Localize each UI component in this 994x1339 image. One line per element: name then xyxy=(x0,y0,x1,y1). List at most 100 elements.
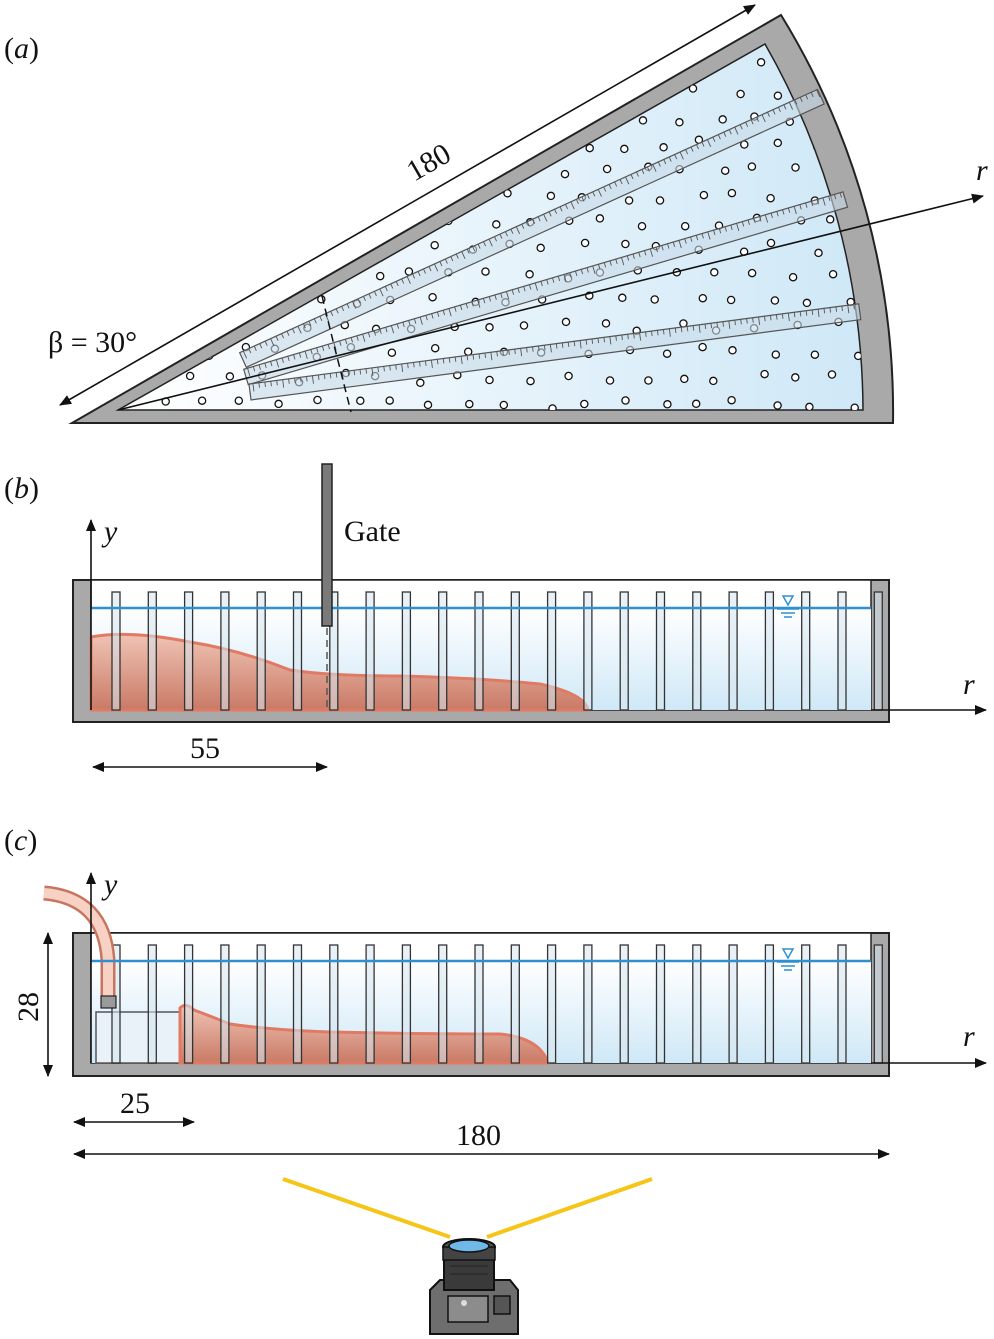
particle xyxy=(481,60,490,70)
ruler-tick xyxy=(783,104,787,110)
particle xyxy=(580,399,589,409)
particle xyxy=(422,86,432,95)
particle xyxy=(659,143,668,152)
rod xyxy=(692,591,702,711)
ruler-tick xyxy=(823,308,826,314)
particle xyxy=(691,399,701,409)
particle xyxy=(150,167,160,177)
particle xyxy=(564,371,573,381)
ruler-tick xyxy=(829,307,832,313)
r-axis-label-b: r xyxy=(963,668,975,701)
length-label-c: 180 xyxy=(456,1119,501,1152)
rod xyxy=(220,944,230,1064)
particle xyxy=(809,34,816,41)
particle xyxy=(546,191,556,201)
particle xyxy=(621,396,630,405)
rod xyxy=(873,591,883,711)
particle xyxy=(255,65,265,75)
particle xyxy=(428,292,437,302)
particle xyxy=(499,92,509,102)
particle xyxy=(189,218,198,228)
ruler-tick xyxy=(770,212,773,219)
particle xyxy=(847,139,856,148)
particle xyxy=(315,138,325,148)
particle xyxy=(471,33,478,40)
particle xyxy=(720,166,730,175)
particle xyxy=(773,138,783,148)
ruler-tick xyxy=(816,89,821,98)
particle xyxy=(386,194,395,203)
particle xyxy=(644,376,653,385)
ruler-tick xyxy=(822,197,826,206)
rod xyxy=(546,944,557,1064)
particle xyxy=(810,350,820,359)
particle xyxy=(760,369,769,379)
particle xyxy=(356,396,365,406)
rod xyxy=(583,944,593,1064)
rod xyxy=(655,944,666,1064)
particle xyxy=(805,402,814,410)
particle xyxy=(225,219,235,229)
particle xyxy=(615,36,622,43)
water-level-icon xyxy=(777,948,799,971)
rod xyxy=(873,944,883,1064)
particle xyxy=(499,400,509,410)
particle xyxy=(827,370,837,379)
ruler-tick xyxy=(799,204,802,210)
ruler-tick xyxy=(782,209,785,215)
ruler-tick xyxy=(781,313,784,319)
particle xyxy=(341,218,351,228)
ruler-tick xyxy=(810,92,814,98)
ruler-tick xyxy=(761,114,766,123)
particle xyxy=(489,109,498,119)
inlet-label: 25 xyxy=(120,1087,150,1120)
particle xyxy=(466,144,476,153)
particle xyxy=(710,268,719,277)
particle xyxy=(331,166,340,175)
ruler-tick xyxy=(805,202,808,208)
rod xyxy=(510,944,520,1064)
particle xyxy=(773,91,783,100)
particle xyxy=(157,242,166,251)
particle xyxy=(406,58,415,68)
particle xyxy=(146,273,155,283)
particle xyxy=(168,297,178,306)
ruler-tick xyxy=(770,315,772,321)
particle xyxy=(582,87,592,96)
particle xyxy=(197,396,207,405)
particle xyxy=(238,138,248,148)
particle xyxy=(256,218,265,228)
particle xyxy=(526,376,535,386)
particle xyxy=(149,317,158,327)
ruler-tick xyxy=(839,192,842,198)
particle xyxy=(663,400,672,409)
particle xyxy=(375,271,385,281)
particle xyxy=(600,61,610,71)
particle xyxy=(415,110,425,119)
particle xyxy=(240,82,249,92)
particle xyxy=(662,349,672,358)
particle xyxy=(542,91,552,100)
particle xyxy=(791,163,800,172)
particle xyxy=(329,112,338,121)
particle xyxy=(351,187,361,196)
particle xyxy=(525,270,534,279)
ruler-tick xyxy=(799,311,802,317)
rod xyxy=(583,591,593,711)
particle xyxy=(274,399,283,409)
rod xyxy=(764,591,775,711)
length-dimension-a xyxy=(59,4,756,406)
rod xyxy=(183,944,194,1064)
particle xyxy=(220,170,230,180)
particle xyxy=(624,196,634,205)
r-axis-label-a: r xyxy=(976,154,988,187)
ruler-tick xyxy=(816,199,819,205)
rod xyxy=(655,591,666,711)
rod xyxy=(837,944,847,1064)
particle xyxy=(271,44,281,49)
particle xyxy=(849,35,856,42)
particle xyxy=(259,109,268,118)
particle xyxy=(238,44,248,45)
particle xyxy=(278,239,287,248)
particle xyxy=(430,240,439,250)
